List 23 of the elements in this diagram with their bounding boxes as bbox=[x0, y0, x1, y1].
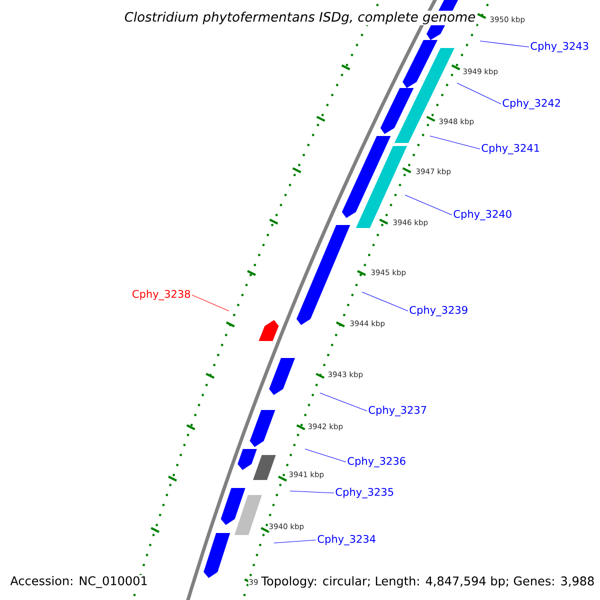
leader-line bbox=[480, 40, 530, 48]
gene-label: Cphy_3236 bbox=[348, 456, 406, 468]
gene-label: Cphy_3242 bbox=[502, 98, 560, 110]
leader-line bbox=[192, 294, 230, 312]
gene-label: Cphy_3235 bbox=[336, 488, 394, 498]
leader-line bbox=[304, 448, 346, 462]
leader-line bbox=[430, 136, 480, 150]
gene-label: Cphy_3241 bbox=[482, 144, 540, 154]
gene-label: Cphy_3237 bbox=[368, 406, 426, 416]
accession-text: Accession: NC_010001 bbox=[9, 575, 149, 589]
gene-label: Cphy_3238 bbox=[132, 290, 190, 300]
title: Clostridium phytofermentans ISDg, complete genome bbox=[123, 10, 477, 26]
gene-label: Cphy_3240 bbox=[454, 210, 512, 220]
leader-line bbox=[320, 392, 368, 412]
leader-line bbox=[404, 194, 452, 216]
leader-line bbox=[274, 540, 316, 544]
leader-line bbox=[456, 82, 502, 104]
gene-label: Cphy_3234 bbox=[318, 534, 376, 546]
genome-info-text: Topology: circular; Length: 4,847,594 bp; Genes: 3,988 bbox=[261, 576, 594, 588]
gene-label: Cphy_3239 bbox=[410, 306, 468, 316]
leader-line bbox=[362, 292, 408, 312]
gene-label: Cphy_3243 bbox=[530, 42, 588, 52]
leader-line bbox=[290, 490, 334, 494]
